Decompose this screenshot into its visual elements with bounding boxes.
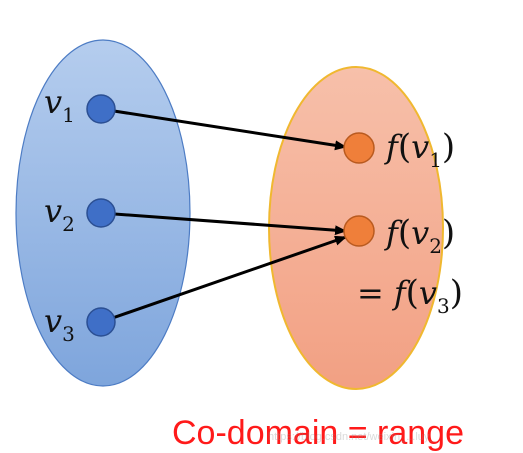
codomain-label-fv2: f(v2)	[384, 213, 455, 258]
codomain-label-fv1: f(v1)	[384, 127, 455, 172]
codomain-dot-fv2	[343, 215, 375, 247]
domain-label-v1: v1	[44, 83, 75, 127]
codomain-dot-fv1	[343, 132, 375, 164]
domain-label-v2: v2	[44, 192, 75, 236]
arrow-v3-to-fv2	[100, 235, 347, 324]
domain-dot-v1	[86, 94, 116, 124]
watermark-text: https://blog.csdn.net/weixin_...luy_	[268, 431, 436, 443]
domain-dot-v2	[86, 198, 116, 228]
codomain-label-equals-fv3: =f(v3)	[357, 273, 463, 318]
arrow-v1-to-fv1	[100, 107, 347, 151]
arrow-v2-to-fv2	[100, 211, 347, 236]
domain-label-v3: v3	[44, 302, 75, 346]
domain-dot-v3	[86, 307, 116, 337]
caption-text: Co-domain = range	[172, 414, 464, 452]
